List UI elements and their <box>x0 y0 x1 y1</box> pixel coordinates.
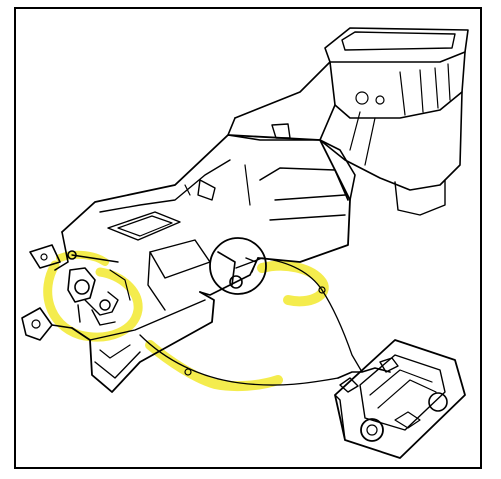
heater-case <box>54 134 351 311</box>
center-duct <box>227 61 356 201</box>
highlight-left-arc <box>56 250 109 266</box>
lower-cable <box>139 334 339 386</box>
diagram-frame <box>14 7 482 469</box>
upper-cable <box>261 257 363 373</box>
left-brackets <box>21 244 73 341</box>
blower-housing <box>319 27 469 216</box>
highlight-marks <box>43 250 329 392</box>
highlight-lower-cable <box>145 340 283 392</box>
left-lever-detail <box>67 250 131 326</box>
control-panel <box>334 339 466 459</box>
center-lever-detail <box>209 237 267 295</box>
control-cables <box>139 257 363 386</box>
floor-duct <box>71 291 215 393</box>
highlight-upper-cable <box>257 260 329 307</box>
